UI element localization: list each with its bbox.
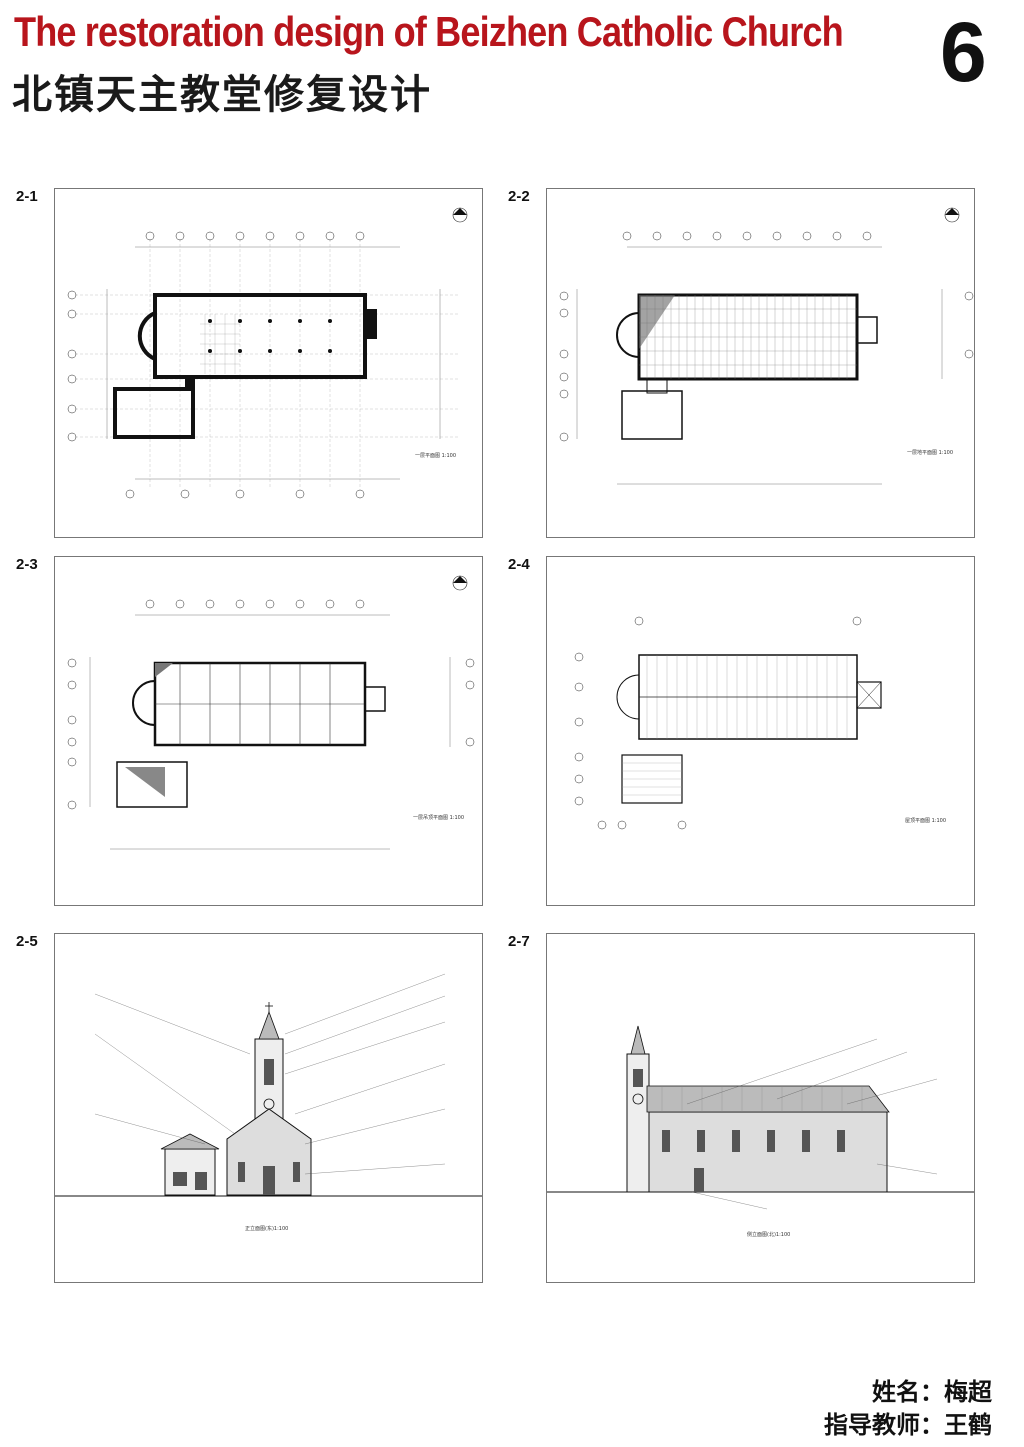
caption-2-3: 一层吊顶平面图 1:100 bbox=[413, 815, 464, 821]
caption-2-7: 侧立面图(北)1:100 bbox=[747, 1231, 790, 1238]
panel-label-2-1: 2-1 bbox=[16, 188, 38, 205]
side-elevation-svg: 侧立面图(北)1:100 bbox=[547, 1025, 974, 1238]
roof-plan-svg: 屋顶平面图 1:100 bbox=[574, 616, 946, 830]
drawing-side-elevation: 侧立面图(北)1:100 bbox=[546, 933, 975, 1283]
panel-label-2-2: 2-2 bbox=[508, 188, 530, 205]
caption-2-1: 一层平面图 1:100 bbox=[415, 453, 456, 459]
drawing-ground-plan: 一层地平面图 1:100 bbox=[546, 188, 975, 538]
caption-2-4: 屋顶平面图 1:100 bbox=[905, 818, 946, 824]
drawing-ceiling-plan: 一层吊顶平面图 1:100 bbox=[54, 556, 483, 906]
front-elevation-svg: 正立面图(东)1:100 bbox=[55, 973, 482, 1232]
ceiling-plan-svg: 一层吊顶平面图 1:100 bbox=[67, 575, 475, 850]
ground-plan-svg: 一层地平面图 1:100 bbox=[559, 207, 974, 485]
panel-label-2-7: 2-7 bbox=[508, 933, 530, 950]
panel-label-2-4: 2-4 bbox=[508, 556, 530, 573]
panel-label-2-3: 2-3 bbox=[16, 556, 38, 573]
page-number: 6 bbox=[940, 5, 987, 99]
drawing-floor-plan: 一层平面图 1:100 bbox=[54, 188, 483, 538]
advisor-name: 指导教师：王鹤 bbox=[824, 1411, 992, 1439]
drawing-front-elevation: 正立面图(东)1:100 bbox=[54, 933, 483, 1283]
credits: 姓名：梅超 指导教师：王鹤 bbox=[824, 1376, 992, 1442]
panel-label-2-5: 2-5 bbox=[16, 933, 38, 950]
title-english: The restoration design of Beizhen Cathol… bbox=[14, 8, 844, 55]
caption-2-5: 正立面图(东)1:100 bbox=[245, 1225, 288, 1232]
drawing-roof-plan: 屋顶平面图 1:100 bbox=[546, 556, 975, 906]
floor-plan-svg: 一层平面图 1:100 bbox=[67, 207, 468, 499]
title-chinese: 北镇天主教堂修复设计 bbox=[12, 72, 432, 118]
student-name: 姓名：梅超 bbox=[872, 1378, 992, 1406]
caption-2-2: 一层地平面图 1:100 bbox=[907, 449, 953, 456]
